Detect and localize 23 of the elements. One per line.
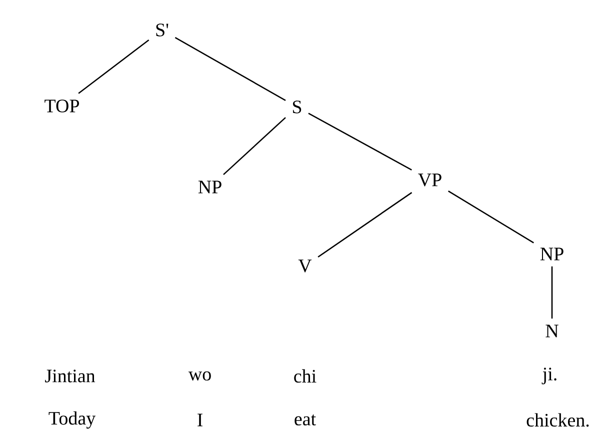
branch-line — [78, 40, 150, 94]
category-label: S — [293, 100, 302, 114]
word: eat — [294, 414, 316, 426]
category-label: NP — [540, 248, 564, 260]
branch-line — [174, 36, 286, 101]
category-label: NP — [198, 180, 222, 194]
word: chicken. — [526, 413, 589, 427]
branch-line — [318, 192, 412, 258]
word: Today — [48, 411, 96, 429]
category-label: VP — [418, 174, 442, 186]
word: I — [198, 414, 202, 426]
category-label: S' — [156, 24, 168, 36]
category-label: N — [546, 324, 558, 338]
word: ji. — [542, 368, 556, 384]
branch-line — [308, 112, 412, 170]
word: chi — [294, 369, 316, 383]
word: Jintian — [45, 370, 96, 382]
category-label: V — [298, 260, 312, 272]
branch-line — [223, 117, 286, 176]
branch-line — [551, 266, 553, 319]
branch-line — [448, 190, 534, 244]
category-label: TOP — [44, 100, 80, 112]
word: wo — [188, 371, 211, 381]
